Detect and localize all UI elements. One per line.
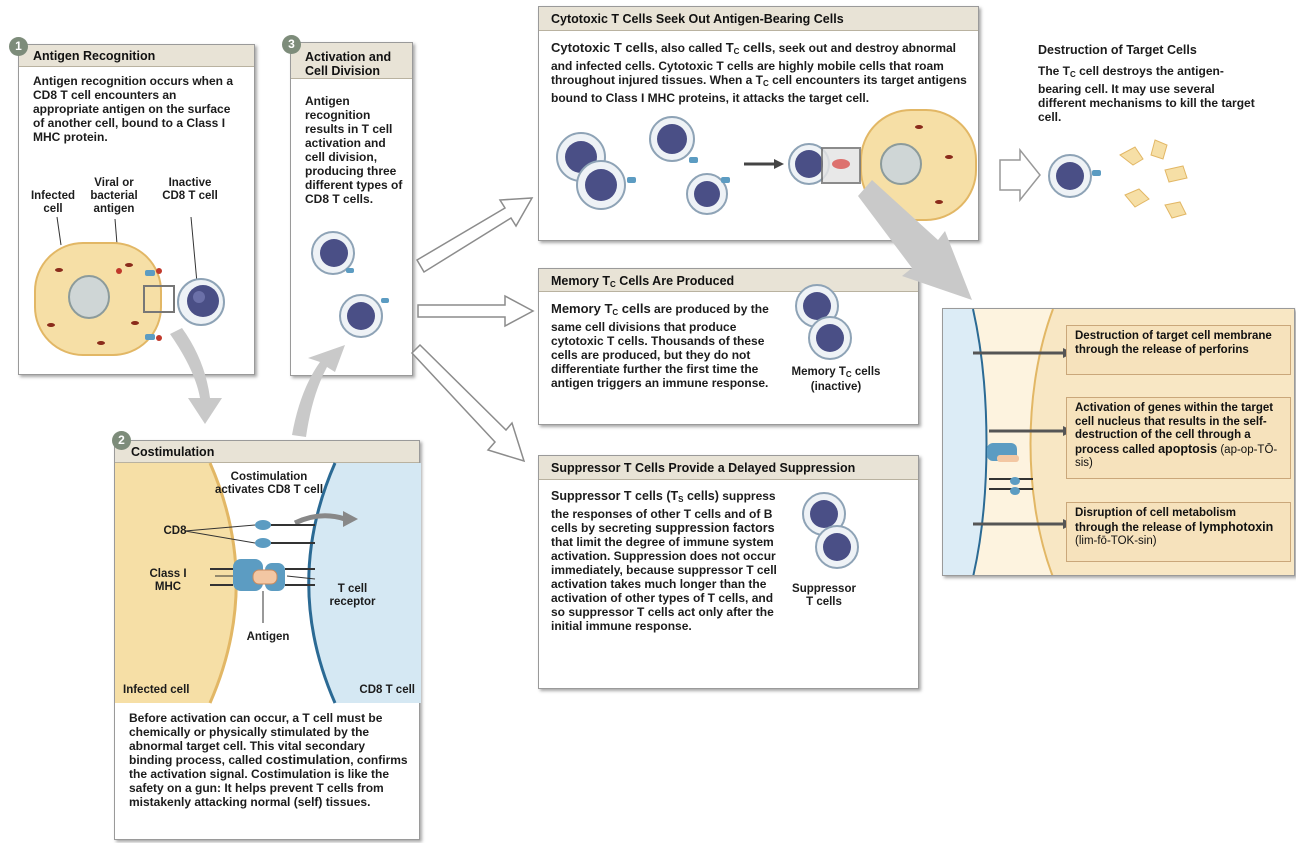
antigen-recognition-title: Antigen Recognition [33,49,156,63]
suppressor-header: Suppressor T Cells Provide a Delayed Sup… [539,456,918,480]
lymphotoxin-term: lymphotoxin [1198,519,1274,534]
cd8-t-cell-label: CD8 T cell [359,684,415,696]
step-3-badge: 3 [282,35,301,54]
mechanism-lymphotoxin: Disruption of cell metabolism through th… [1066,502,1291,562]
antigen-recognition-panel: Antigen Recognition Antigen recognition … [18,44,255,375]
tc-sub: C [733,47,740,56]
arrow-to-cytotoxic [415,197,534,274]
memory-term-sub: C [612,308,619,317]
suppressor-text-1: suppress the responses of other T cells … [551,489,776,535]
memory-title-2: Cells Are Produced [615,274,735,288]
antigen-recognition-header: Antigen Recognition [19,45,254,67]
cytotoxic-term: Cytotoxic T cells [551,40,655,55]
cytotoxic-text-2: , seek out and destroy abnormal and infe… [551,41,957,87]
suppressor-text-2: that limit the degree of immune system a… [551,535,777,633]
memory-term: Memory T [551,301,613,316]
suppressor-term-sub: S [678,495,684,504]
antigen-recognition-illustration [34,216,225,356]
infected-cell-bottom-label: Infected cell [123,684,190,696]
dividing-t-cells [311,231,389,338]
memory-title-sub: C [610,280,616,289]
suppressor-cells-label: Suppressor T cells [792,583,856,608]
cytotoxic-illustration [556,109,977,221]
cytotoxic-text: Cytotoxic T cells, also called TC cells,… [551,40,971,106]
cd8-label: CD8 [163,525,187,537]
activation-panel: Activation and Cell Division Antigen rec… [290,42,413,376]
memory-label-sub: C [845,370,852,379]
receptor-pair-shape [145,268,162,341]
cytotoxic-text-1: , also called [654,41,726,55]
activation-text: Antigen recognition results in T cell ac… [305,94,403,206]
memory-cells-label: Memory TC cells (inactive) [781,366,891,394]
mechanism-apoptosis: Activation of genes within the target ce… [1066,397,1291,479]
suppression-factors-term: suppression factors [655,521,775,535]
costimulation-term: costimulation [265,752,351,767]
memory-text: Memory TC cells are produced by the same… [551,301,783,391]
antigen-label: Antigen [246,631,290,643]
cytotoxic-title: Cytotoxic T Cells Seek Out Antigen-Beari… [551,12,844,26]
cytotoxic-panel: Cytotoxic T Cells Seek Out Antigen-Beari… [538,6,979,241]
suppressor-term-2: cells) [683,489,719,503]
mechanism-perforins: Destruction of target cell membrane thro… [1066,325,1291,375]
memory-label-2: cells [851,366,881,378]
destruction-text-1: The T [1038,64,1070,78]
apoptosis-pronunciation: (ap-op-TŌ-sis) [1075,443,1278,470]
costimulation-activates-label: Costimulation activates CD8 T cell [214,471,324,496]
memory-title: Memory T [551,274,611,288]
class-i-mhc-label: Class I MHC [149,568,187,593]
arrow-to-memory [417,294,535,328]
cytotoxic-header: Cytotoxic T Cells Seek Out Antigen-Beari… [539,7,978,31]
tc-term-2: cells [739,40,772,55]
costimulation-panel: Costimulation Costimulation activates CD… [114,440,421,840]
lymphotoxin-pronunciation: (lim-fō-TOK-sin) [1075,535,1157,547]
suppressor-title: Suppressor T Cells Provide a Delayed Sup… [551,461,856,475]
memory-label-1: Memory T [791,366,846,378]
costimulation-title: Costimulation [131,445,215,459]
costimulation-text: Before activation can occur, a T cell mu… [129,711,411,809]
activation-title-line1: Activation and [305,50,392,64]
infected-cell-nucleus [68,275,110,319]
memory-text-body: are produced by the same cell divisions … [551,302,769,390]
destruction-title: Destruction of Target Cells [1038,43,1197,57]
contact-zoom-box [143,285,175,313]
destruction-text: The TC cell destroys the antigen-bearing… [1038,64,1263,124]
tc-sub-2: C [763,79,769,88]
costimulation-text-2: , confirms the activation signal. Costim… [129,753,408,809]
destruction-text-2: cell destroys the antigen-bearing cell. … [1038,64,1255,124]
viral-antigen-label: Viral or bacterial antigen [90,177,138,215]
mechanism-lymphotoxin-text: Disruption of cell metabolism through th… [1075,507,1237,534]
inactive-cd8-label: Inactive CD8 T cell [162,177,218,202]
memory-panel: Memory TC Cells Are Produced Memory TC c… [538,268,919,425]
mechanism-apoptosis-text: Activation of genes within the target ce… [1075,402,1274,456]
step-1-badge: 1 [9,37,28,56]
mechanism-perforins-text: Destruction of target cell membrane thro… [1075,330,1272,356]
tc-term: T [725,40,734,55]
activation-header: Activation and Cell Division [291,43,412,79]
destruction-illustration [999,139,1188,219]
activation-title-line2: Cell Division [305,64,381,78]
cytotoxic-text-3: cell encounters its target antigens boun… [551,73,967,105]
costimulation-illustration [115,462,421,704]
arrow-to-suppressor [410,343,526,463]
memory-label-3: (inactive) [810,381,862,393]
antigen-recognition-text: Antigen recognition occurs when a CD8 T … [33,74,234,144]
suppressor-cells-illustration [802,492,859,569]
costimulation-text-1: Before activation can occur, a T cell mu… [129,711,383,767]
infected-cell-label: Infected cell [30,190,76,215]
suppressor-panel: Suppressor T Cells Provide a Delayed Sup… [538,455,919,689]
suppressor-text: Suppressor T cells (TS cells) suppress t… [551,489,783,633]
step-2-badge: 2 [112,431,131,450]
destruction-sub: C [1070,70,1076,79]
memory-cells-illustration [795,284,852,360]
costimulation-header: Costimulation [115,441,419,463]
memory-term-2: cells [618,301,651,316]
suppressor-term: Suppressor T cells (T [551,489,679,503]
apoptosis-term: apoptosis [1158,441,1218,456]
t-cell-receptor-label: T cell receptor [329,583,376,608]
